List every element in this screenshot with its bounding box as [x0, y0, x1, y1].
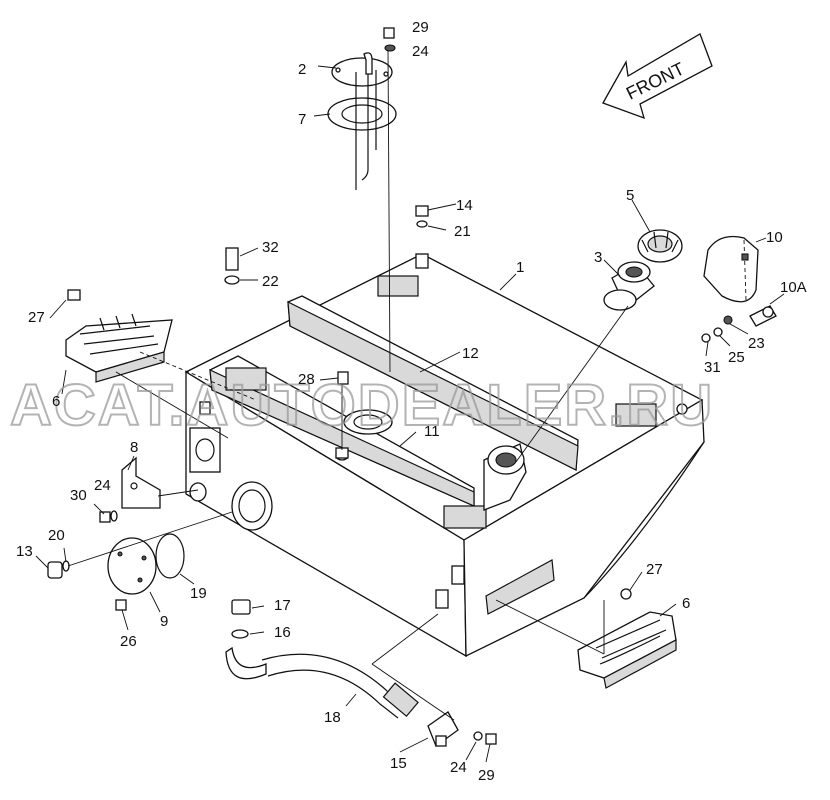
- filler-cap: [637, 229, 683, 263]
- callout-32: 32: [262, 239, 279, 256]
- callout-25: 25: [728, 349, 745, 366]
- callout-10A: 10A: [780, 279, 807, 296]
- hose-assembly: [225, 599, 497, 748]
- callout-28: 28: [298, 371, 315, 388]
- callout-9: 9: [160, 613, 168, 630]
- callout-8: 8: [130, 439, 138, 456]
- callout-6-left: 6: [52, 393, 60, 410]
- callout-10: 10: [766, 229, 783, 246]
- leader-lines: [35, 49, 785, 763]
- callout-1: 1: [516, 259, 524, 276]
- callout-24-mid: 24: [94, 477, 111, 494]
- callout-24-bottom: 24: [450, 759, 467, 776]
- step-bracket-right: [577, 588, 677, 689]
- callout-12: 12: [462, 345, 479, 362]
- callout-7: 7: [298, 111, 306, 128]
- front-arrow: FRONT: [602, 33, 713, 120]
- callout-23: 23: [748, 335, 765, 352]
- filler-tube: [603, 261, 655, 311]
- fuel-sender-unit: [327, 52, 397, 190]
- callout-15: 15: [390, 755, 407, 772]
- callout-5: 5: [626, 187, 634, 204]
- callout-29-bottom: 29: [478, 767, 495, 784]
- step-bracket-left: [65, 289, 173, 383]
- callout-16: 16: [274, 624, 291, 641]
- callout-17: 17: [274, 597, 291, 614]
- mounting-bracket: [121, 456, 161, 509]
- callout-27-right: 27: [646, 561, 663, 578]
- callout-31: 31: [704, 359, 721, 376]
- callout-14: 14: [456, 197, 473, 214]
- callout-20: 20: [48, 527, 65, 544]
- watermark: ACAT.AUTODEALER.RU: [10, 373, 714, 438]
- cover-latch: [701, 305, 777, 343]
- callout-3: 3: [594, 249, 602, 266]
- callout-2: 2: [298, 61, 306, 78]
- callout-13: 13: [16, 543, 33, 560]
- callout-29-top: 29: [412, 19, 429, 36]
- callout-27-left: 27: [28, 309, 45, 326]
- callout-26: 26: [120, 633, 137, 650]
- callout-19: 19: [190, 585, 207, 602]
- callout-24-top: 24: [412, 43, 429, 60]
- access-cover: [703, 235, 759, 303]
- callout-labels: 29 24 2 7 14 21 5 32 22 1 3 10 10A 27 23…: [16, 19, 807, 784]
- callout-18: 18: [324, 709, 341, 726]
- drain-parts: [47, 510, 185, 611]
- callout-30: 30: [70, 487, 87, 504]
- callout-6-right: 6: [682, 595, 690, 612]
- callout-21: 21: [454, 223, 471, 240]
- loose-fasteners: [224, 27, 429, 385]
- callout-22: 22: [262, 273, 279, 290]
- callout-11: 11: [424, 423, 440, 440]
